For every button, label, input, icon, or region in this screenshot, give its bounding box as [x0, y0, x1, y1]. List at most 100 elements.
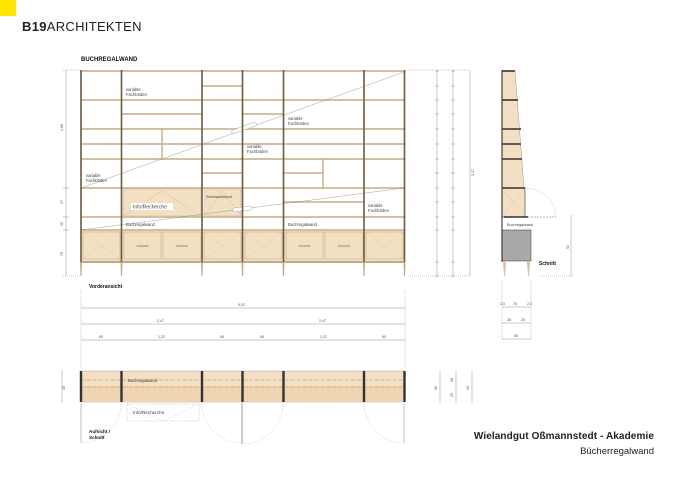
cabinet-door [244, 231, 283, 260]
plan-post [200, 371, 204, 402]
left-dimension-chain [63, 69, 80, 277]
dim-label: 25 [521, 318, 525, 322]
dim-label: 28 [450, 378, 454, 382]
label-variable: variable [86, 173, 101, 178]
shelf [282, 172, 323, 174]
plan-post [282, 371, 285, 402]
dim-label: 47 [60, 200, 64, 204]
leg [241, 262, 244, 276]
door-swing [363, 402, 405, 444]
label-variable: variable [368, 203, 383, 208]
plan-label: Schnitt [89, 435, 105, 440]
dim-label: 45 [62, 386, 66, 390]
plan-post [362, 371, 366, 402]
dim-label: 25 [450, 393, 454, 397]
label-shelf-wall: Buchregalwand [507, 223, 533, 227]
dim-label: 30 [434, 386, 438, 390]
post [201, 70, 203, 262]
label-shelf-wall: Buchregalwand [128, 378, 158, 383]
plan-label: Aufsicht / [89, 429, 111, 434]
dim-label: 2,47 [157, 319, 164, 323]
shelf [241, 113, 284, 115]
info-swing [126, 403, 200, 422]
dim-label: 65 [260, 335, 264, 339]
shelf [201, 85, 243, 87]
divider [322, 158, 324, 189]
dim-total-height: 3,17 [471, 169, 475, 176]
label-shelf-wall: Buchregalwand [126, 222, 156, 227]
label-shelf-wall: Buchregalwand [288, 222, 318, 227]
sheet-title: Bücherregalwand [580, 446, 654, 457]
label-key-depot: Schlüsseldepot [206, 195, 233, 199]
leg [363, 262, 365, 276]
front-elevation [80, 70, 406, 276]
plan-dimension-chains [80, 290, 406, 368]
leg [80, 262, 82, 276]
line [203, 231, 242, 260]
cabinet-door [365, 231, 404, 260]
cabinet-door [285, 231, 324, 260]
cabinet-door [324, 231, 364, 260]
ladder-marker [231, 122, 257, 134]
dim-label: 76 [513, 302, 517, 306]
front-view-label: Vorderansicht [89, 284, 123, 290]
dim-label: 92 [566, 245, 570, 249]
label-fachboeden: Fachböden [288, 121, 310, 126]
cabinet-door [203, 231, 242, 260]
dim-label: 1,22 [320, 335, 327, 339]
leg [403, 262, 406, 276]
label-info: Info/Recherche [133, 410, 165, 415]
divider [161, 128, 163, 160]
cabinet-door [162, 231, 202, 260]
info-panel [122, 188, 202, 217]
drawing-title: BUCHREGALWAND [81, 57, 138, 63]
section-view [501, 70, 574, 340]
post [282, 70, 285, 262]
shelf [201, 172, 243, 174]
post [120, 70, 123, 262]
dim-label: 65 [514, 334, 518, 338]
plan-post [79, 371, 83, 402]
door-swing [201, 402, 243, 444]
leg [120, 262, 123, 276]
dim-label: 25 [60, 222, 64, 226]
cabinet-door [82, 231, 121, 260]
dim-label: 1,88 [60, 124, 64, 131]
label-variable: variable [247, 144, 262, 149]
cabinet-door [123, 231, 162, 260]
dim-label: 65 [220, 335, 224, 339]
logo: B19ARCHITEKTEN [22, 19, 142, 34]
line [365, 231, 404, 260]
dim-label: 75 [60, 252, 64, 256]
dim-label: 2,5 [500, 302, 505, 306]
dim-label: 2,47 [319, 319, 326, 323]
title-block: Wielandgut Oßmannstedt - Akademie Bücher… [474, 431, 654, 457]
line [244, 231, 283, 260]
plan-post [241, 371, 244, 402]
post [80, 70, 82, 262]
door-swing-mark [203, 190, 242, 217]
dim-plan-total: 5,02 [238, 303, 245, 307]
line [82, 231, 121, 260]
post [363, 70, 365, 262]
dim-label: 2,5 [527, 302, 532, 306]
label-fachboeden: Fachböden [247, 149, 269, 154]
door-swing [80, 402, 122, 444]
shelf [120, 113, 203, 115]
plan-post [120, 371, 123, 402]
post [403, 70, 406, 262]
dim-label: 45 [466, 386, 470, 390]
door-swing [241, 402, 284, 445]
plan-post [403, 371, 406, 402]
label-variable: variable [126, 87, 141, 92]
dim-label: 28 [507, 318, 511, 322]
label-fachboeden: Fachböden [86, 178, 108, 183]
dim-label: 65 [382, 335, 386, 339]
section-label: Schnitt [539, 261, 556, 267]
label-info: Info/Recherche [133, 205, 167, 211]
project-title: Wielandgut Oßmannstedt - Akademie [473, 431, 654, 442]
post [241, 70, 244, 262]
leg [282, 262, 285, 276]
plan-side-dims [61, 370, 473, 403]
